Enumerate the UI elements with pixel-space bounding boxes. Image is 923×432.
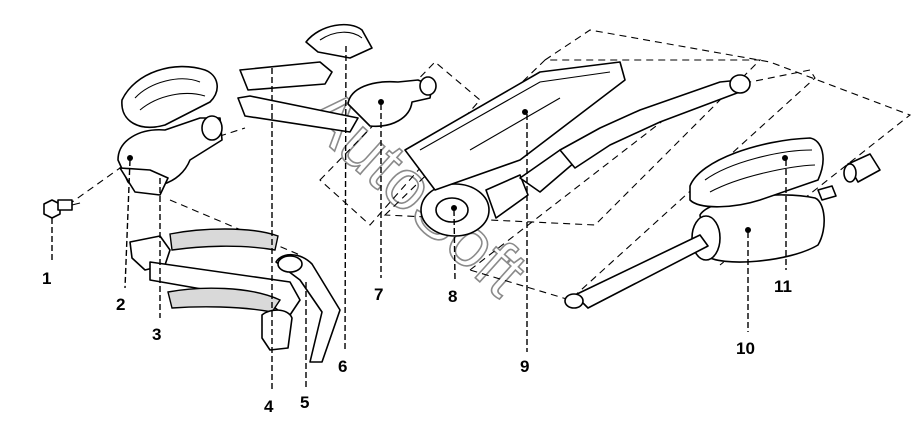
part-2-front-catalytic-converter [117, 65, 223, 196]
part-1-bolt [43, 199, 81, 219]
callout-4: 4 [264, 397, 274, 416]
callout-10: 10 [736, 339, 755, 358]
part-8-pre-muffler [420, 149, 576, 237]
part-5-down-pipe [275, 253, 341, 363]
part-6-heat-shield [305, 23, 373, 59]
callout-1: 1 [42, 269, 51, 288]
part-3-front-pipe [129, 228, 301, 319]
callout-labels: 1 2 3 4 5 6 7 8 9 10 11 [42, 269, 792, 416]
callout-5: 5 [300, 393, 309, 412]
callout-9: 9 [520, 357, 529, 376]
callout-8: 8 [448, 287, 457, 306]
callout-11: 11 [774, 277, 792, 296]
part-10-main-muffler [564, 185, 837, 309]
callout-2: 2 [116, 295, 125, 314]
part-4-center-pipe [237, 61, 359, 351]
part-7-rear-catalytic-converter [347, 76, 437, 127]
part-11-muffler-heat-shield [689, 137, 881, 208]
callout-6: 6 [338, 357, 347, 376]
callout-3: 3 [152, 325, 161, 344]
leader-lines [51, 45, 787, 390]
part-9-intermediate-pipe [404, 61, 751, 191]
callout-7: 7 [374, 285, 383, 304]
